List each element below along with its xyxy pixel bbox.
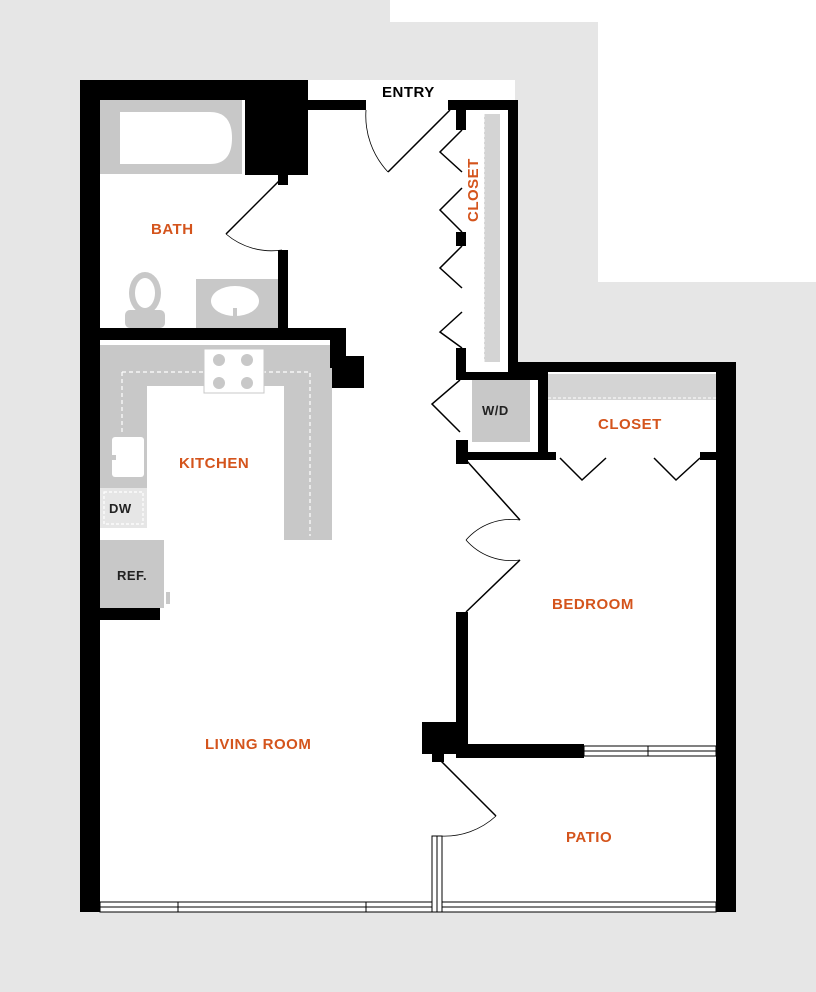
washer-dryer xyxy=(472,380,530,442)
bathtub-icon xyxy=(100,100,242,174)
toilet-icon xyxy=(125,272,165,328)
bedroom-closet-shelf xyxy=(548,374,716,400)
bedroom-label: BEDROOM xyxy=(552,596,634,613)
doors xyxy=(225,109,701,837)
dishwasher xyxy=(100,488,147,528)
bedroom-closet-label: CLOSET xyxy=(598,416,662,433)
cooktop-icon xyxy=(203,348,265,394)
entry-closet-shelf xyxy=(483,114,500,362)
entry-label: ENTRY xyxy=(382,84,435,101)
refrigerator-label: REF. xyxy=(117,568,147,583)
kitchen-label: KITCHEN xyxy=(179,455,249,472)
windows xyxy=(99,745,717,913)
entry-closet-label: CLOSET xyxy=(465,158,482,222)
refrigerator xyxy=(100,540,170,608)
living-room-label: LIVING ROOM xyxy=(205,736,311,753)
walls xyxy=(80,80,736,912)
sink-icon xyxy=(196,279,278,328)
bath-label: BATH xyxy=(151,221,194,238)
unit-interior xyxy=(82,80,736,912)
washer-dryer-label: W/D xyxy=(482,403,509,418)
dishwasher-label: DW xyxy=(109,501,132,516)
kitchen-sink-icon xyxy=(104,437,144,477)
patio-label: PATIO xyxy=(566,829,612,846)
